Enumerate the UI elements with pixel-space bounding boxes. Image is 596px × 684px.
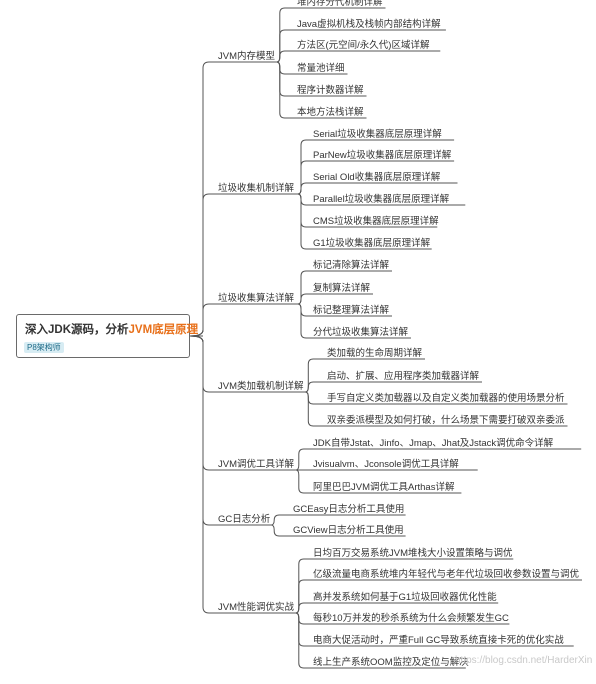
leaf-node[interactable]: 本地方法栈详解 — [297, 107, 364, 118]
leaf-node[interactable]: ParNew垃圾收集器底层原理详解 — [313, 150, 452, 161]
leaf-node[interactable]: GCEasy日志分析工具使用 — [293, 504, 405, 515]
leaf-connector — [297, 303, 411, 339]
branch-node[interactable]: GC日志分析 — [218, 514, 271, 525]
leaf-node[interactable]: 双亲委派模型及如何打破，什么场景下需要打破双亲委派 — [327, 415, 565, 426]
leaf-connector — [276, 61, 367, 119]
leaf-connector — [297, 182, 458, 195]
leaf-node[interactable]: 启动、扩展、应用程序类加载器详解 — [327, 371, 480, 382]
leaf-node[interactable]: G1垃圾收集器底层原理详解 — [313, 238, 431, 249]
leaf-node[interactable]: 方法区(元空间/永久代)区域详解 — [297, 40, 430, 51]
leaf-connector — [297, 193, 432, 250]
leaf-node[interactable]: 类加载的生命周期详解 — [327, 348, 423, 359]
branch-node[interactable]: JVM内存模型 — [218, 51, 276, 62]
leaf-node[interactable]: Jvisualvm、Jconsole调优工具详解 — [313, 459, 459, 470]
leaf-connector — [305, 381, 482, 393]
branch-connector — [189, 303, 216, 337]
leaf-node[interactable]: 标记整理算法详解 — [313, 305, 390, 316]
leaf-node[interactable]: 高并发系统如何基于G1垃圾回收器优化性能 — [313, 592, 497, 603]
leaf-node[interactable]: GCView日志分析工具使用 — [293, 525, 404, 536]
branch-node[interactable]: 垃圾收集算法详解 — [218, 293, 295, 304]
leaf-node[interactable]: 日均百万交易系统JVM堆栈大小设置策略与调优 — [313, 548, 513, 559]
branch-connector — [189, 335, 216, 614]
leaf-connector — [271, 514, 406, 526]
leaf-node[interactable]: 程序计数器详解 — [297, 85, 364, 96]
leaf-connector — [295, 558, 514, 614]
branch-node[interactable]: JVM类加载机制详解 — [218, 381, 304, 392]
leaf-connector — [297, 139, 455, 195]
leaf-connector — [271, 524, 406, 537]
branch-node[interactable]: 垃圾收集机制详解 — [218, 183, 295, 194]
leaf-node[interactable]: 电商大促活动时，严重Full GC导致系统直接卡死的优化实战 — [313, 635, 564, 646]
leaf-node[interactable]: 标记清除算法详解 — [313, 260, 390, 271]
leaf-node[interactable]: 常量池详细 — [297, 63, 345, 74]
leaf-connector — [297, 293, 373, 305]
leaf-node[interactable]: 每秒10万并发的秒杀系统为什么会频繁发生GC — [313, 613, 509, 624]
leaf-connector — [295, 612, 466, 669]
leaf-node[interactable]: 堆内存分代机制详解 — [297, 0, 383, 8]
leaf-node[interactable]: 手写自定义类加载器以及自定义类加载器的使用场景分析 — [327, 393, 565, 404]
leaf-node[interactable]: Serial垃圾收集器底层原理详解 — [313, 129, 442, 140]
leaf-connector — [295, 602, 499, 614]
leaf-node[interactable]: Serial Old收集器底层原理详解 — [313, 172, 441, 183]
watermark: https://blog.csdn.net/HarderXin — [455, 655, 593, 666]
leaf-node[interactable]: JDK自带Jstat、Jinfo、Jmap、Jhat及Jstack调优命令详解 — [313, 438, 554, 449]
leaf-node[interactable]: Parallel垃圾收集器底层原理详解 — [313, 194, 450, 205]
leaf-node[interactable]: 复制算法详解 — [313, 283, 371, 294]
branch-node[interactable]: JVM性能调优实战 — [218, 602, 295, 613]
root-node[interactable]: 深入JDK源码，分析JVM底层原理 P8架构师 — [16, 314, 198, 358]
root-tag: P8架构师 — [24, 342, 64, 353]
leaf-node[interactable]: 亿级流量电商系统堆内年轻代与老年代垃圾回收参数设置与调优 — [313, 569, 580, 580]
leaf-connector — [295, 469, 462, 494]
leaf-connector — [295, 448, 582, 471]
leaf-node[interactable]: Java虚拟机栈及栈帧内部结构详解 — [297, 19, 441, 30]
leaf-connector — [276, 7, 386, 63]
leaf-node[interactable]: 线上生产系统OOM监控及定位与解决 — [313, 657, 469, 668]
leaf-connector — [276, 50, 441, 63]
branch-node[interactable]: JVM调优工具详解 — [218, 459, 295, 470]
leaf-node[interactable]: CMS垃圾收集器底层原理详解 — [313, 216, 439, 227]
leaf-node[interactable]: 分代垃圾收集算法详解 — [313, 327, 409, 338]
leaf-node[interactable]: 阿里巴巴JVM调优工具Arthas详解 — [313, 482, 455, 493]
leaf-connector — [305, 391, 568, 427]
root-title: 深入JDK源码，分析JVM底层原理 — [25, 324, 199, 336]
